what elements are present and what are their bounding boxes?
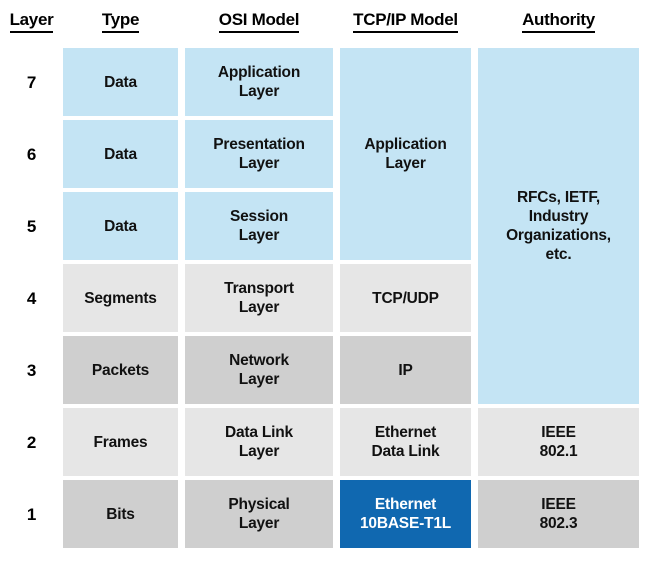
layer-number-3: 3 <box>26 360 37 380</box>
table-body: 7 6 5 4 3 2 1 Data Data Data Segments Pa… <box>0 44 648 584</box>
table-header-row: Layer Type OSI Model TCP/IP Model Author… <box>0 0 648 44</box>
type-cell-layer-3: Packets <box>63 336 178 404</box>
type-cell-layer-7: Data <box>63 48 178 116</box>
layer-number-6: 6 <box>26 144 37 164</box>
tcpip-cell-tcp-udp: TCP/UDP <box>340 264 471 332</box>
type-cell-layer-4: Segments <box>63 264 178 332</box>
layer-number-5: 5 <box>26 216 37 236</box>
column-header-authority: Authority <box>478 10 639 33</box>
type-cell-layer-6: Data <box>63 120 178 188</box>
layer-number-2: 2 <box>26 432 37 452</box>
column-header-tcpip-model: TCP/IP Model <box>340 10 471 33</box>
type-cell-layer-5: Data <box>63 192 178 260</box>
type-cell-layer-1: Bits <box>63 480 178 548</box>
type-cell-layer-2: Frames <box>63 408 178 476</box>
column-header-type: Type <box>63 10 178 33</box>
layer-number-7: 7 <box>26 72 37 92</box>
layer-number-4: 4 <box>26 288 37 308</box>
column-header-osi-model: OSI Model <box>185 10 333 33</box>
authority-cell-rfcs-ietf: RFCs, IETF, Industry Organizations, etc. <box>478 48 639 404</box>
column-header-layer: Layer <box>0 10 63 33</box>
layer-number-1: 1 <box>26 504 37 524</box>
tcpip-cell-ip: IP <box>340 336 471 404</box>
